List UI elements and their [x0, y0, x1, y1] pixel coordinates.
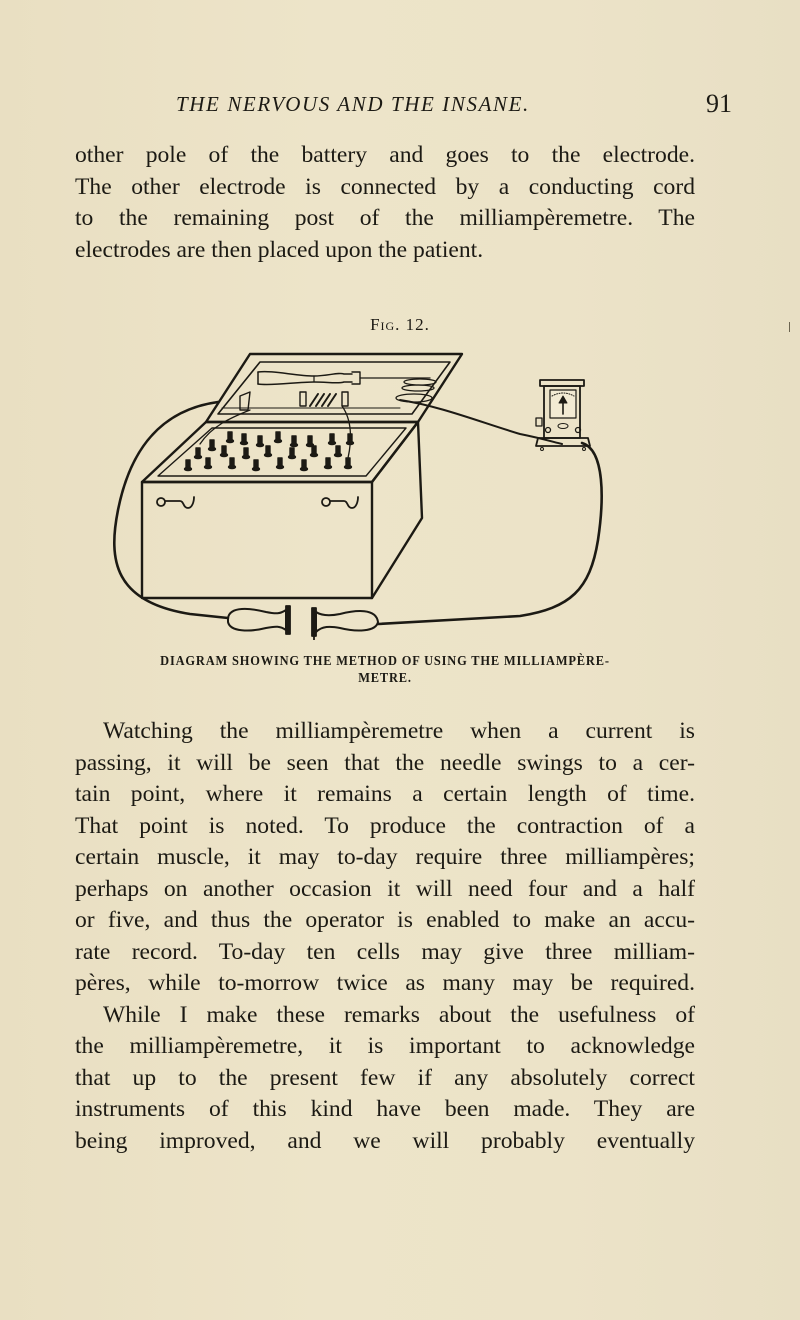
text-line: or five, and thus the operator is enable…	[75, 907, 695, 933]
milliamperemetre	[535, 379, 591, 451]
battery-box	[140, 405, 424, 600]
page-number: 91	[706, 89, 732, 118]
text-line: the milliampèremetre, it is important to…	[75, 1033, 695, 1059]
caption-line: METRE.	[358, 670, 412, 685]
text-line: passing, it will be seen that the needle…	[75, 749, 695, 776]
text-line: That point is noted. To produce the cont…	[75, 812, 695, 839]
caption-line: DIAGRAM SHOWING THE METHOD OF USING THE …	[160, 653, 610, 668]
text-line: perhaps on another occasion it will need…	[75, 875, 695, 902]
running-title: THE NERVOUS AND THE INSANE.	[176, 92, 530, 116]
text-line: that up to the present few if any absolu…	[75, 1064, 695, 1091]
running-head: THE NERVOUS AND THE INSANE. 91	[176, 89, 736, 132]
paragraph-2: Watching the milliampèremetre when a cur…	[75, 716, 695, 1157]
text-line: to the remaining post of the milliampère…	[75, 205, 695, 231]
text-line: electrodes are then placed upon the pati…	[75, 236, 484, 263]
text-line: being improved, and we will probably eve…	[75, 1127, 695, 1154]
figure-label: Fig. 12.	[370, 315, 430, 334]
text-line: pères, while to-morrow twice as many may…	[75, 970, 695, 996]
cell-terminals	[183, 431, 355, 472]
box-handle-right	[321, 496, 359, 509]
text-line: rate record. To-day ten cells may give t…	[75, 938, 695, 965]
milliamperemetre-diagram	[113, 352, 603, 640]
text-line: other pole of the battery and goes to th…	[75, 142, 695, 168]
right-cord	[376, 441, 603, 626]
left-cord	[113, 400, 230, 620]
text-line: instruments of this kind have been made.…	[75, 1096, 695, 1122]
text-line: certain muscle, it may to-day require th…	[75, 844, 695, 870]
meter-cord	[399, 399, 563, 445]
electrode-left	[227, 605, 291, 635]
paper-speck	[789, 322, 790, 332]
text-line: The other electrode is connected by a co…	[75, 173, 695, 200]
text-line: tain point, where it remains a certain l…	[75, 781, 695, 807]
text-line: Watching the milliampèremetre when a cur…	[103, 718, 695, 744]
figure-caption: DIAGRAM SHOWING THE METHOD OF USING THE …	[100, 652, 670, 686]
electrode-right	[311, 607, 379, 640]
paragraph-1: other pole of the battery and goes to th…	[75, 140, 695, 266]
text-line: While I make these remarks about the use…	[103, 1001, 695, 1028]
box-handle-left	[156, 496, 195, 509]
